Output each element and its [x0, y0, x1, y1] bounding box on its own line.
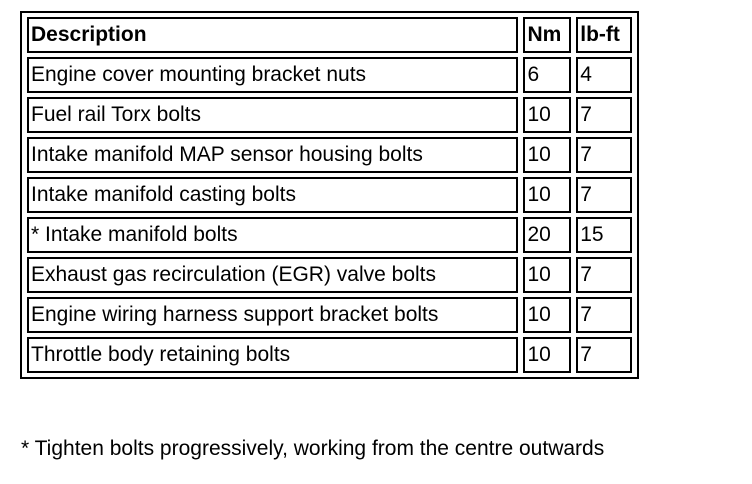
table-row: Engine cover mounting bracket nuts 6 4: [27, 57, 632, 93]
cell-description: Throttle body retaining bolts: [27, 337, 519, 373]
cell-description: Intake manifold MAP sensor housing bolts: [27, 137, 519, 173]
footnote: * Tighten bolts progressively, working f…: [21, 437, 605, 460]
table-row: Throttle body retaining bolts 10 7: [27, 337, 632, 373]
cell-nm: 10: [523, 297, 572, 333]
cell-nm: 10: [523, 257, 572, 293]
cell-nm: 10: [523, 137, 572, 173]
cell-description: Engine cover mounting bracket nuts: [27, 57, 519, 93]
torque-spec-table: Description Nm lb-ft Engine cover mounti…: [20, 11, 639, 379]
cell-lb-ft: 7: [576, 257, 632, 293]
table-row: Exhaust gas recirculation (EGR) valve bo…: [27, 257, 632, 293]
cell-nm: 10: [523, 97, 572, 133]
cell-nm: 10: [523, 177, 572, 213]
cell-lb-ft: 7: [576, 177, 632, 213]
table-row: Engine wiring harness support bracket bo…: [27, 297, 632, 333]
cell-lb-ft: 15: [576, 217, 632, 253]
table-row: * Intake manifold bolts 20 15: [27, 217, 632, 253]
cell-description: Fuel rail Torx bolts: [27, 97, 519, 133]
cell-description: Engine wiring harness support bracket bo…: [27, 297, 519, 333]
cell-lb-ft: 7: [576, 297, 632, 333]
header-nm: Nm: [523, 17, 572, 53]
header-lb-ft: lb-ft: [576, 17, 632, 53]
cell-nm: 6: [523, 57, 572, 93]
header-description: Description: [27, 17, 519, 53]
table-header-row: Description Nm lb-ft: [27, 17, 632, 53]
table-row: Intake manifold MAP sensor housing bolts…: [27, 137, 632, 173]
cell-lb-ft: 4: [576, 57, 632, 93]
cell-nm: 20: [523, 217, 572, 253]
cell-description: Exhaust gas recirculation (EGR) valve bo…: [27, 257, 519, 293]
table-row: Fuel rail Torx bolts 10 7: [27, 97, 632, 133]
table-row: Intake manifold casting bolts 10 7: [27, 177, 632, 213]
cell-description: Intake manifold casting bolts: [27, 177, 519, 213]
cell-description: * Intake manifold bolts: [27, 217, 519, 253]
cell-lb-ft: 7: [576, 97, 632, 133]
cell-lb-ft: 7: [576, 337, 632, 373]
cell-nm: 10: [523, 337, 572, 373]
cell-lb-ft: 7: [576, 137, 632, 173]
